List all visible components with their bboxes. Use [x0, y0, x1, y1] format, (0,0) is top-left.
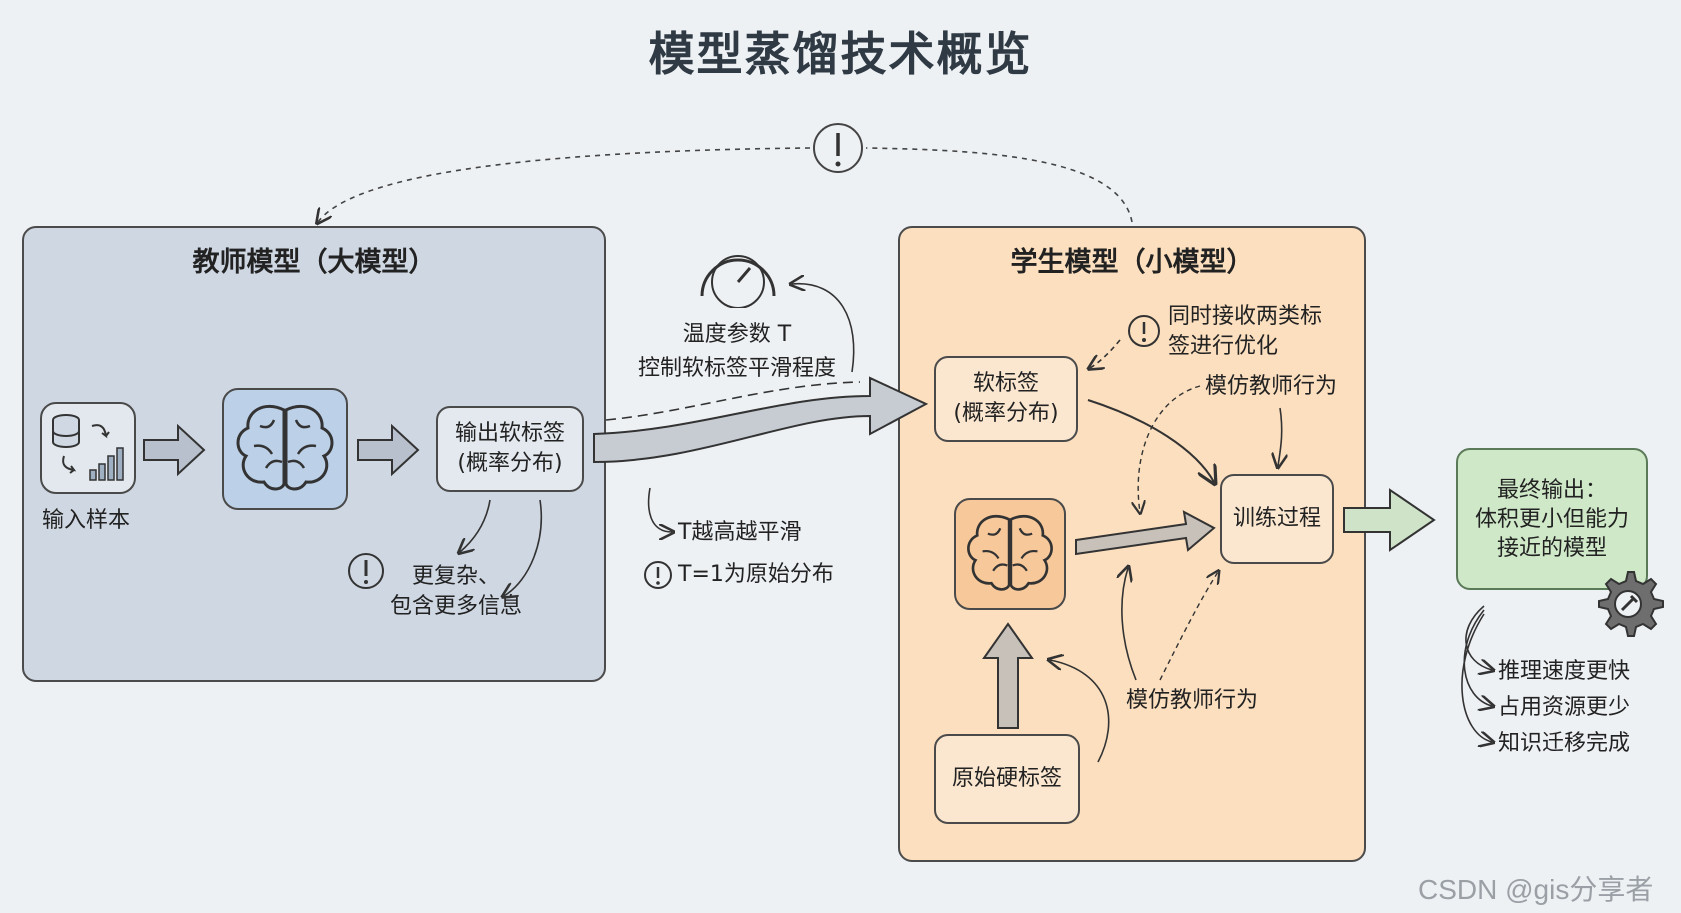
note-arrow — [504, 499, 542, 596]
teacher-output-box: 输出软标签 (概率分布) — [436, 406, 584, 492]
arrow-icon — [593, 376, 929, 464]
teacher-title: 教师模型（大模型） — [192, 247, 436, 278]
gear-icon — [1590, 566, 1666, 642]
benefit-arrow — [1463, 609, 1492, 706]
brain-icon — [236, 404, 334, 491]
original-label: T=1为原始分布 — [678, 562, 834, 587]
benefit-3: 知识迁移完成 — [1498, 731, 1631, 756]
arrow-icon — [1343, 488, 1436, 552]
soft-to-train — [1087, 399, 1214, 482]
smooth-label: T越高越平滑 — [678, 520, 802, 545]
arrow-icon — [982, 622, 1034, 729]
smooth-arrow — [647, 487, 672, 532]
imitate-dashed — [1159, 572, 1218, 681]
gauge-icon — [692, 236, 784, 309]
student-title: 学生模型（小模型） — [1010, 247, 1254, 278]
note-arrow — [460, 499, 491, 552]
input-sample-icon — [40, 402, 136, 494]
student-note-top: 同时接收两类标 签进行优化 — [1168, 304, 1323, 359]
database-icon — [52, 414, 124, 481]
benefit-1: 推理速度更快 — [1498, 659, 1631, 684]
hard-label-box: 原始硬标签 — [934, 734, 1080, 824]
arrow-icon — [1075, 510, 1216, 556]
diagram-title: 模型蒸馏技术概览 — [648, 27, 1033, 81]
imitate-arrow — [1050, 660, 1110, 763]
imitate-label-bottom: 模仿教师行为 — [1126, 688, 1259, 713]
exclamation-icon — [642, 559, 674, 591]
imitate-label-top: 模仿教师行为 — [1205, 374, 1338, 399]
temperature-arrow — [792, 284, 855, 373]
training-process-box: 训练过程 — [1220, 474, 1334, 564]
note-arrow — [1090, 339, 1121, 368]
student-brain — [954, 498, 1066, 610]
benefit-2: 占用资源更少 — [1498, 695, 1631, 720]
imitate-dashed — [1138, 385, 1201, 512]
temperature-label: 温度参数 T 控制软标签平滑程度 — [637, 322, 836, 381]
watermark: CSDN @gis分享者 — [1418, 874, 1654, 905]
teacher-note: 更复杂、 包含更多信息 — [389, 564, 522, 619]
exclamation-icon — [810, 120, 866, 176]
dashed-guide — [605, 381, 861, 421]
input-sample-label: 输入样本 — [42, 508, 131, 533]
soft-label-box: 软标签 (概率分布) — [934, 356, 1078, 442]
arrow-icon — [143, 423, 206, 477]
final-output-box: 最终输出： 体积更小但能力 接近的模型 — [1456, 448, 1648, 590]
arrow-icon — [357, 423, 420, 477]
imitate-arrow — [1122, 568, 1137, 681]
benefit-arrow — [1461, 613, 1492, 742]
teacher-brain — [222, 388, 348, 510]
exclamation-icon — [346, 551, 386, 591]
brain-icon — [967, 514, 1053, 591]
bar-chart-icon — [89, 447, 124, 481]
imitate-arrow — [1278, 407, 1282, 466]
exclamation-icon — [1126, 313, 1162, 349]
feedback-arc — [318, 147, 1133, 222]
